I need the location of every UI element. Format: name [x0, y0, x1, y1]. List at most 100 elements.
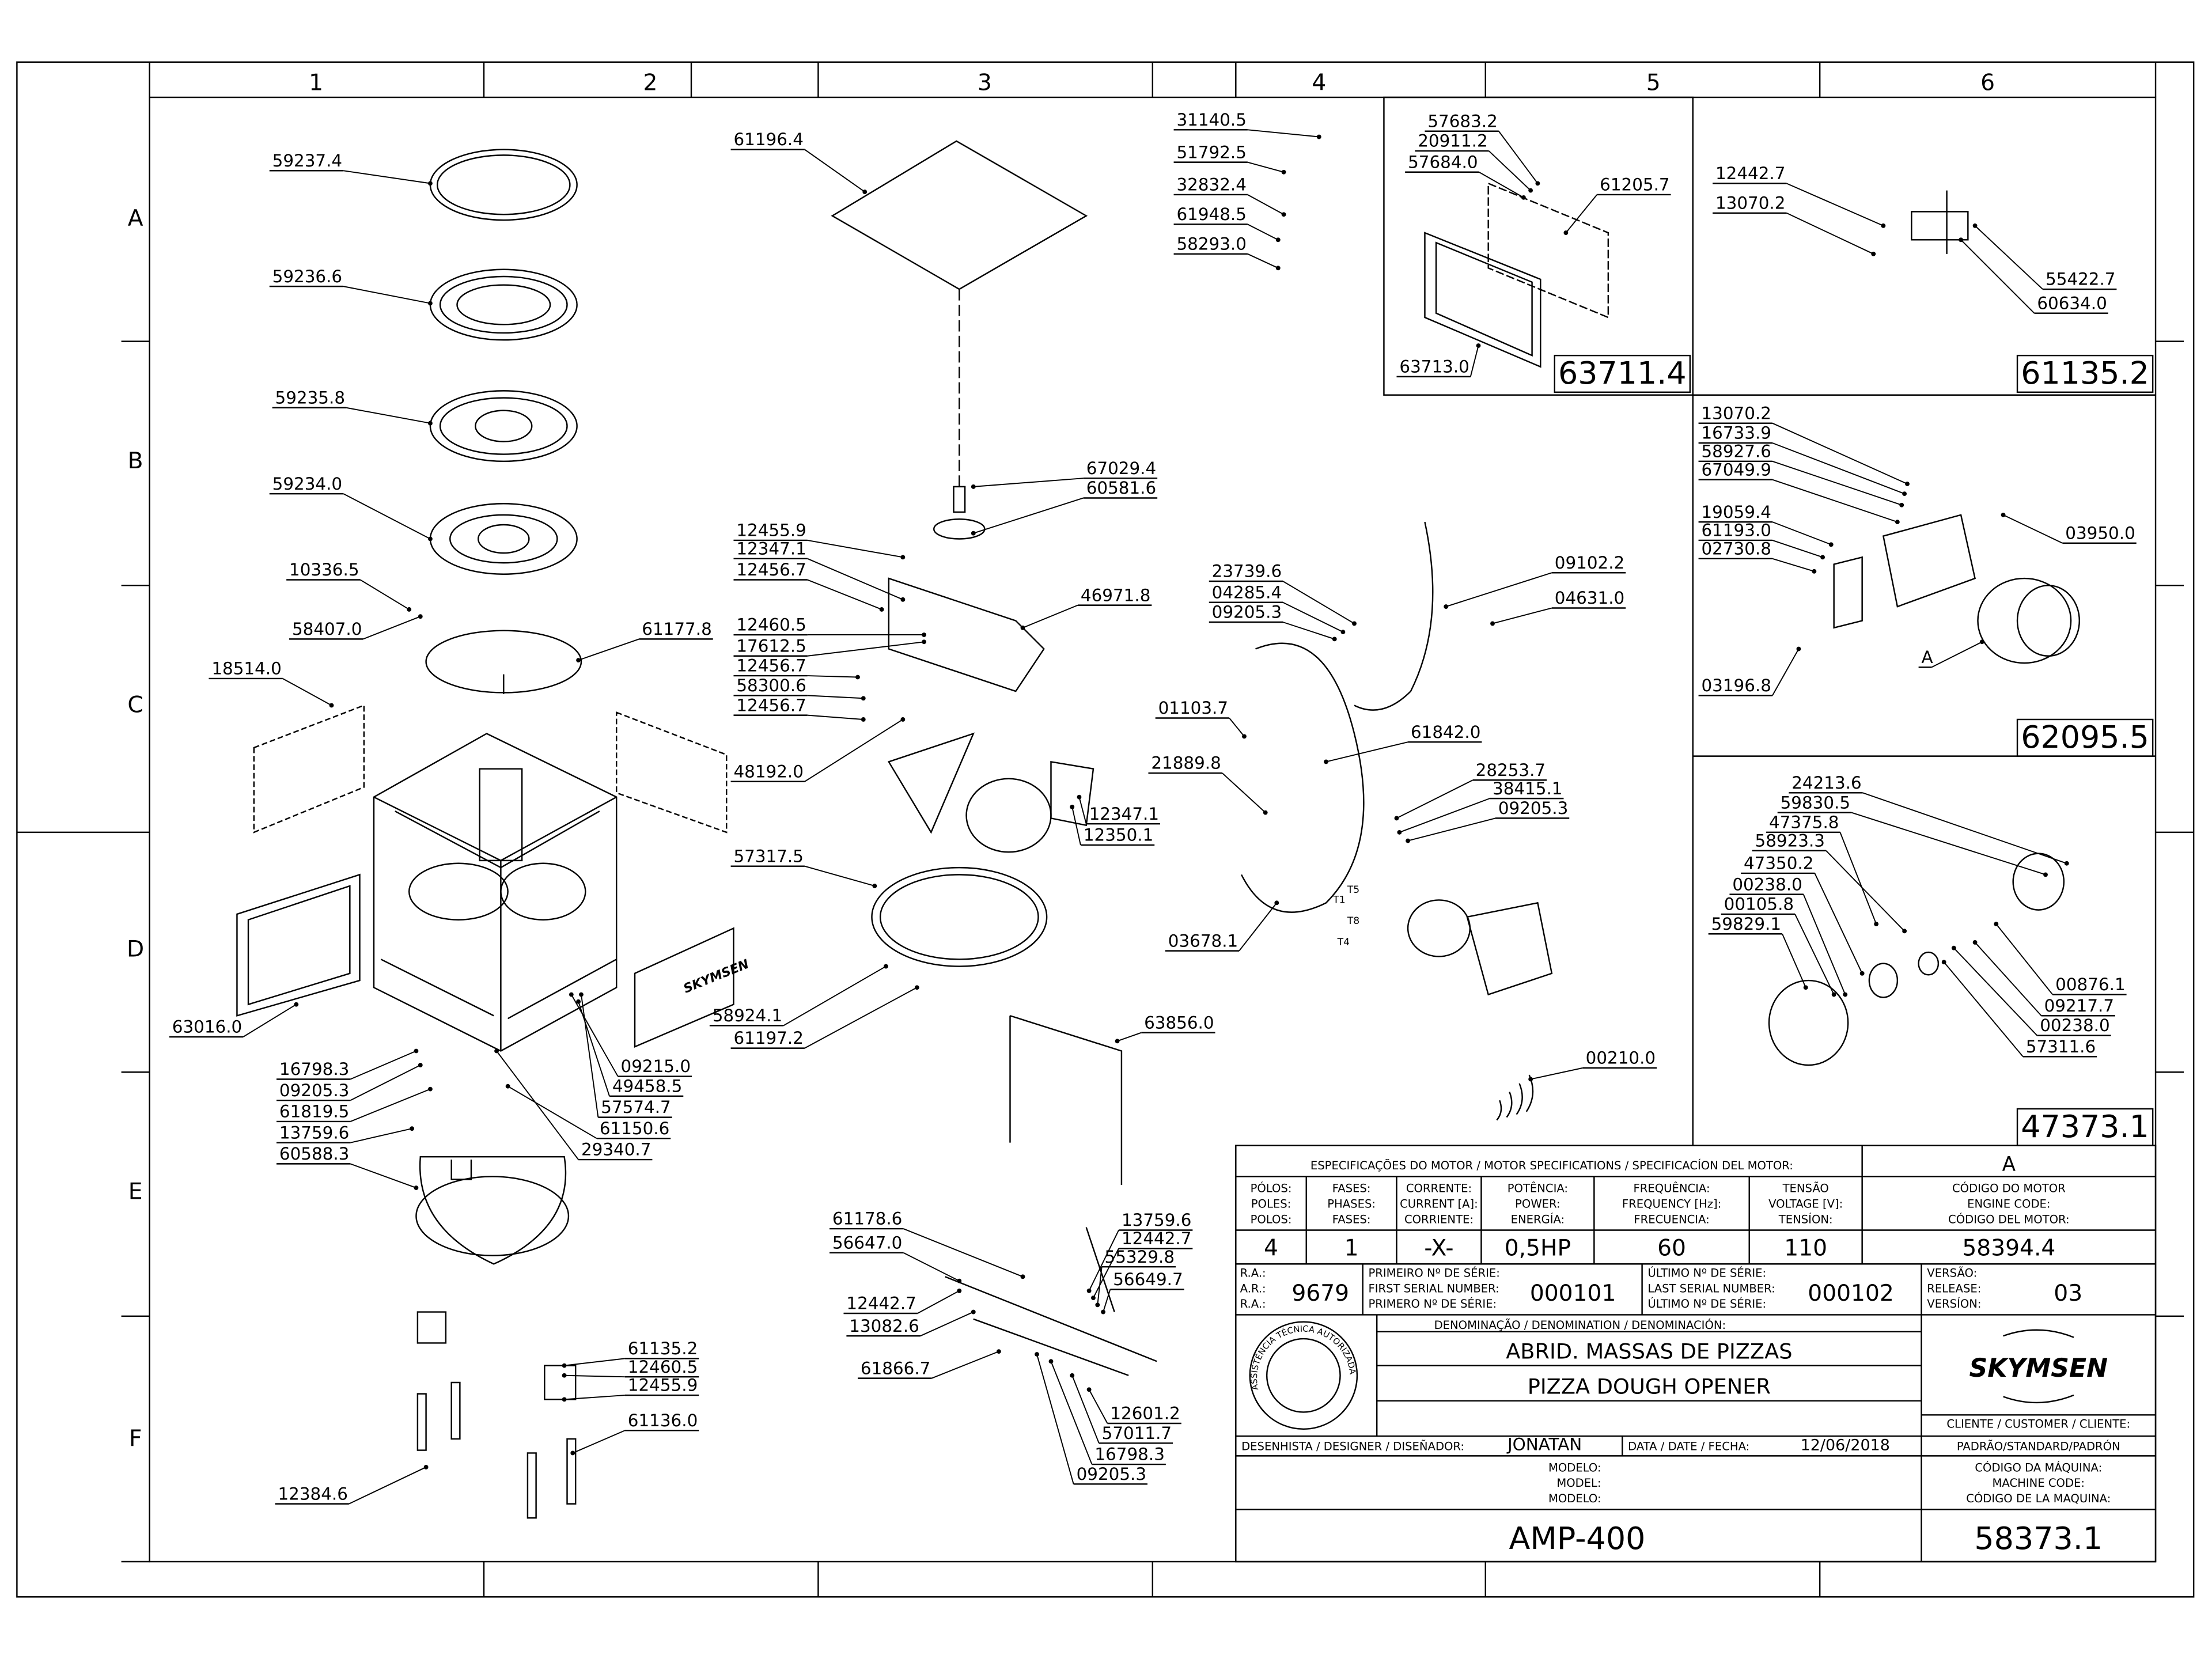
part-callout: 60588.3 [279, 1144, 349, 1164]
callout-leader [1786, 212, 1874, 255]
part-callout: 03678.1 [1168, 931, 1238, 950]
leader-dot [1972, 223, 1978, 228]
leader-dot [569, 992, 574, 997]
callout-leader [350, 1050, 416, 1080]
part-callout: 13070.2 [1701, 403, 1771, 423]
spec-header-phases: FASES: [1332, 1213, 1371, 1226]
spec-header-phases: FASES: [1332, 1181, 1371, 1195]
part-callout: 60634.0 [2037, 293, 2107, 313]
machine-code-value: 58373.1 [1974, 1520, 2103, 1556]
part-callout: 60581.6 [1086, 478, 1156, 498]
leader-dot [1086, 1387, 1092, 1392]
leader-dot [1905, 482, 1910, 486]
leader-dot [1115, 1039, 1120, 1044]
title-block-text: ESPECIFICAÇÕES DO MOTOR / MOTOR SPECIFIC… [1240, 1153, 2130, 1556]
version-value: 03 [2054, 1281, 2082, 1306]
spec-header-poles: POLES: [1251, 1197, 1291, 1210]
callout-leader [931, 1351, 999, 1379]
part-callout: 00210.0 [1586, 1048, 1656, 1068]
callout-leader [1772, 540, 1823, 558]
detail-reference: 61135.2 [2021, 355, 2149, 391]
spec-header-current: CORRIENTE: [1404, 1213, 1474, 1226]
part-callout: 18514.0 [211, 659, 281, 679]
part-callout: 13759.6 [279, 1123, 349, 1142]
part-callout: 09205.3 [1498, 798, 1568, 818]
callout-leader [1222, 772, 1266, 813]
leader-dot [2001, 512, 2006, 517]
motor-assembly [1407, 899, 1471, 957]
callout-leader [1071, 1375, 1100, 1444]
spec-header-motor_code: CÓDIGO DEL MOTOR: [1948, 1212, 2070, 1226]
last-serial-label: ÚLTIMO Nº DE SÉRIE: [1647, 1266, 1766, 1279]
ra-label: A.R.: [1240, 1282, 1266, 1295]
part-callout: 61177.8 [642, 619, 711, 639]
part-callout: 16798.3 [1094, 1445, 1164, 1464]
part-callout: 59829.1 [1711, 914, 1781, 934]
callout-leader [282, 678, 332, 706]
callout-leader [1399, 798, 1490, 833]
leader-dot [1895, 520, 1900, 525]
callout-leader [903, 1252, 960, 1282]
spec-header-frequency: FRECUENCIA: [1634, 1213, 1709, 1226]
part-callout: 56647.0 [832, 1233, 902, 1252]
callout-leader [1498, 131, 1539, 184]
part-callout: 16733.9 [1701, 423, 1771, 443]
leader-dot [1881, 223, 1886, 228]
callout-leader [1247, 194, 1285, 215]
roller [965, 778, 1052, 853]
callout-leader [807, 579, 882, 610]
part-callout: 12456.7 [736, 656, 806, 676]
callout-leader [1974, 225, 2043, 290]
part-callout: 58924.1 [713, 1006, 782, 1025]
motor-revision: A [2002, 1153, 2016, 1176]
product-name-pt: ABRID. MASSAS DE PIZZAS [1506, 1339, 1792, 1363]
spec-header-frequency: FREQUENCY [Hz]: [1622, 1197, 1721, 1210]
leader-dot [971, 1309, 976, 1315]
client-label: CLIENTE / CUSTOMER / CLIENTE: [1946, 1417, 2130, 1430]
ra-label: R.A.: [1240, 1297, 1266, 1310]
part-callout: 59236.6 [272, 267, 342, 286]
leader-dot [1476, 343, 1481, 348]
part-callout: 57684.0 [1408, 152, 1478, 172]
part-callout: 00876.1 [2055, 975, 2125, 994]
leader-dot [1444, 604, 1449, 609]
part-callout: 61135.2 [628, 1339, 698, 1358]
title-block-frame [1235, 1145, 2157, 1563]
part-callout: 47375.8 [1769, 813, 1839, 832]
callout-leader [581, 994, 599, 1118]
wire-label: T5 [1347, 884, 1359, 896]
leader-dot [1281, 212, 1286, 217]
designer-label: DESENHISTA / DESIGNER / DISEÑADOR: [1241, 1440, 1464, 1453]
leader-dot [1035, 1352, 1039, 1357]
part-callout: 57317.5 [733, 846, 803, 866]
leader-dot [1528, 188, 1533, 193]
leader-dot [329, 703, 334, 708]
column-label: 5 [1646, 70, 1661, 96]
leader-dot [1070, 804, 1075, 809]
callout-leader [1088, 1389, 1108, 1424]
callout-leader [564, 1395, 625, 1400]
part-callout: 55329.8 [1105, 1247, 1175, 1267]
leader-dot [1859, 971, 1865, 976]
leader-dot [922, 632, 927, 637]
part-callout: 09205.3 [279, 1081, 349, 1100]
disc-stack [429, 149, 578, 575]
model-label: MODELO: [1548, 1492, 1601, 1505]
version-label: VERSÃO: [1927, 1266, 1977, 1279]
callout-leader [1247, 224, 1279, 241]
callout-leader [804, 987, 918, 1049]
leader-dot [562, 1373, 567, 1378]
leader-dot [862, 190, 868, 194]
leader-dot [494, 1048, 499, 1054]
leader-dot [1242, 734, 1247, 739]
leader-dot [1406, 838, 1410, 843]
part-callout: 12456.7 [736, 695, 806, 715]
leader-dot [957, 1278, 962, 1283]
leader-dot [562, 1363, 567, 1368]
part-callout: 57311.6 [2026, 1037, 2096, 1056]
part-callout: 00238.0 [1732, 874, 1802, 894]
part-callout: 61136.0 [628, 1411, 698, 1430]
callout-leader [1238, 902, 1278, 952]
leader-dot [1275, 237, 1281, 243]
